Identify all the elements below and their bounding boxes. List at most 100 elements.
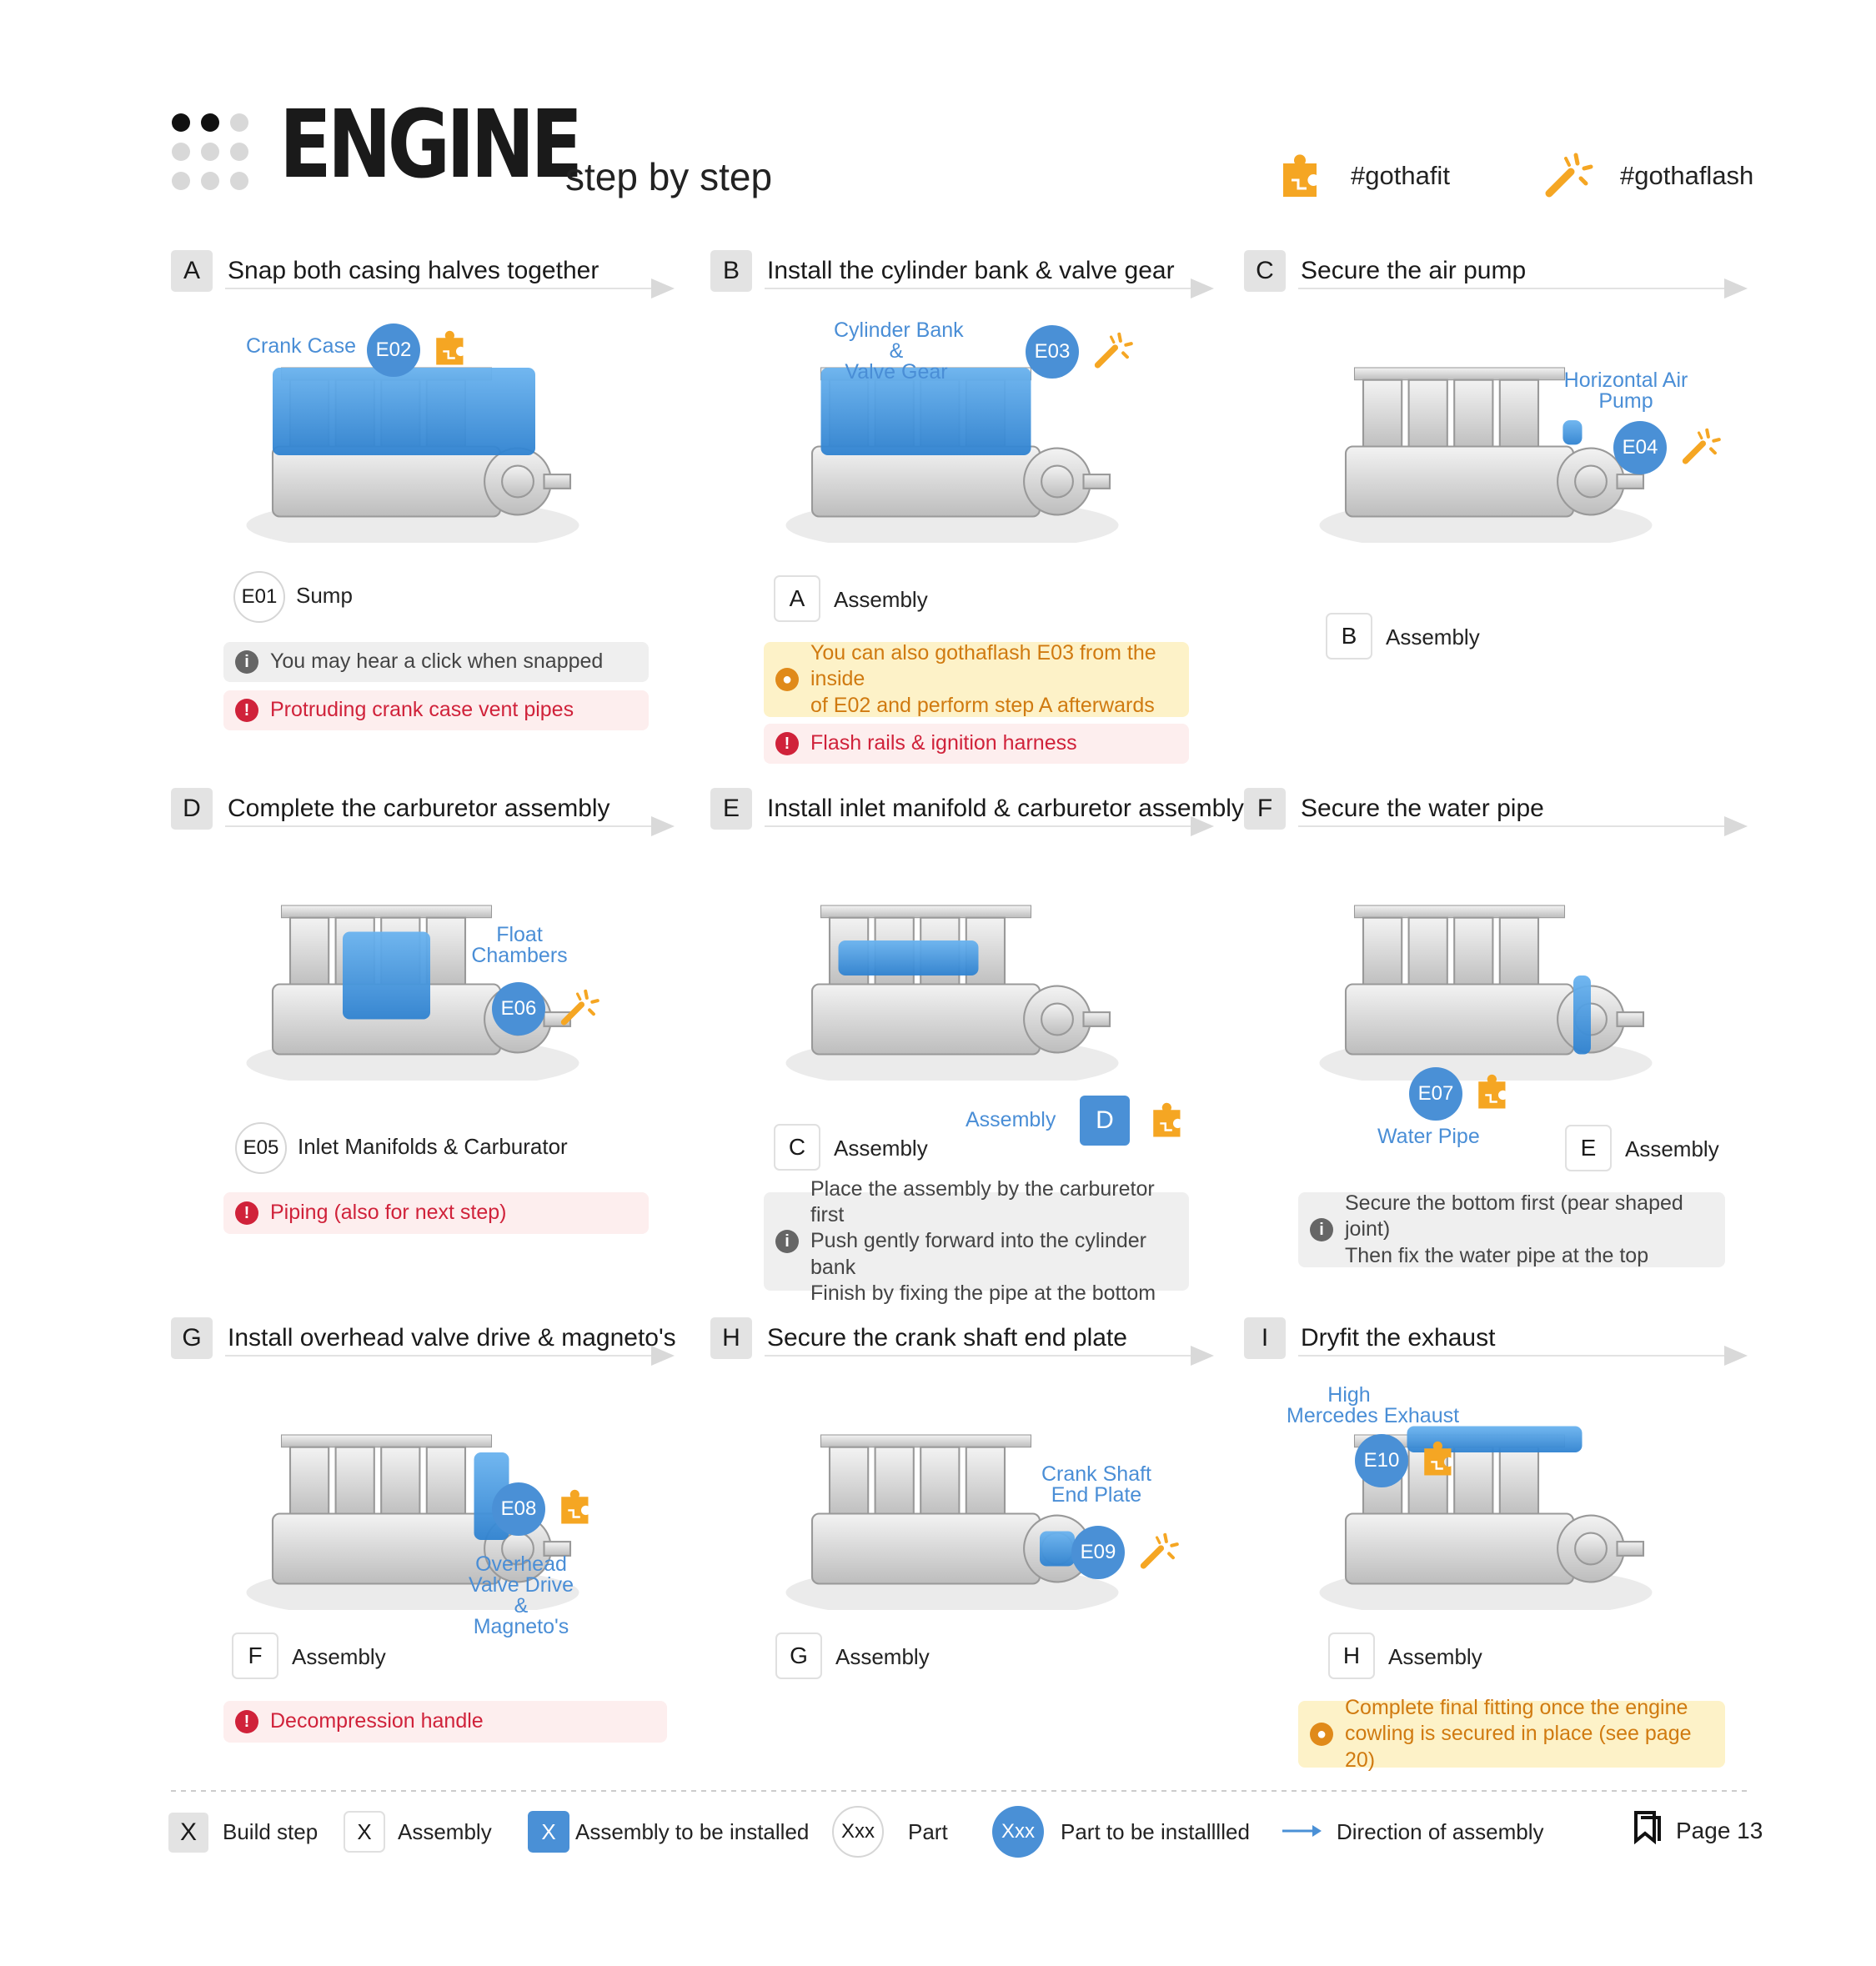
warning-icon: ! bbox=[775, 732, 799, 755]
step-e-base-code: C bbox=[774, 1124, 820, 1171]
step-c-magic-wand-icon bbox=[1680, 426, 1722, 468]
tag-gothaflash: #gothaflash bbox=[1620, 161, 1754, 190]
step-e-part-code: D bbox=[1080, 1096, 1130, 1146]
step-e-letter: E bbox=[710, 788, 752, 830]
puzzle-icon bbox=[1282, 153, 1318, 198]
step-b-warning-note-text: Flash rails & ignition harness bbox=[810, 730, 1077, 756]
step-e-engine-image bbox=[785, 904, 1120, 1081]
step-c-engine-image bbox=[1318, 366, 1653, 543]
step-f-title: Secure the water pipe bbox=[1301, 795, 1544, 822]
step-a-part-label: Crank Case bbox=[246, 334, 356, 358]
note-line: Push gently forward into the cylinder ba… bbox=[810, 1229, 1146, 1279]
step-g-part-label: Overhead bbox=[475, 1552, 567, 1576]
step-a-rule bbox=[225, 288, 663, 289]
note-line: Secure the bottom first (pear shaped joi… bbox=[1345, 1191, 1683, 1241]
legend-assembly: Assembly bbox=[398, 1819, 492, 1844]
step-f-info-note: i Secure the bottom first (pear shaped jo… bbox=[1298, 1191, 1725, 1269]
info-icon: i bbox=[1310, 1218, 1333, 1241]
note-line: Flash rails & ignition harness bbox=[810, 731, 1077, 755]
step-b-title: Install the cylinder bank & valve gear bbox=[767, 257, 1175, 284]
info-icon: i bbox=[775, 1230, 799, 1253]
step-e-base-label: Assembly bbox=[834, 1136, 928, 1161]
step-g-rule bbox=[225, 1355, 663, 1357]
step-h-letter: H bbox=[710, 1317, 752, 1359]
step-h-engine-image bbox=[785, 1433, 1120, 1610]
step-c-title: Secure the air pump bbox=[1301, 257, 1527, 284]
note-line: Place the assembly by the carburetor fir… bbox=[810, 1176, 1155, 1227]
warning-icon: ! bbox=[235, 1710, 258, 1733]
step-b-letter: B bbox=[710, 250, 752, 292]
step-b-tip-note: ●You can also gothaflash E03 from the in… bbox=[764, 641, 1189, 717]
step-e-part-label: Assembly bbox=[966, 1108, 1056, 1131]
step-c-arrow-icon bbox=[1724, 278, 1748, 298]
step-a-warning-note: ! Protruding crank case vent pipes bbox=[223, 690, 649, 730]
step-b-magic-wand-icon bbox=[1092, 330, 1134, 372]
step-g-arrow-icon bbox=[651, 1346, 675, 1366]
step-e-puzzle-icon bbox=[1152, 1101, 1181, 1138]
note-line: You may hear a click when snapped bbox=[270, 649, 604, 674]
magic-wand-icon bbox=[1542, 150, 1594, 202]
step-a-engine-image bbox=[245, 366, 580, 543]
step-c-rule bbox=[1298, 288, 1736, 289]
step-f-part-label: Water Pipe bbox=[1377, 1125, 1480, 1148]
step-e-rule bbox=[765, 825, 1202, 827]
step-d-engine-image bbox=[245, 904, 580, 1081]
bookmark-icon bbox=[1634, 1811, 1661, 1844]
step-d-arrow-icon bbox=[651, 816, 675, 836]
step-f-base-code: E bbox=[1565, 1125, 1612, 1171]
step-g-title: Install overhead valve drive & magneto's bbox=[228, 1324, 676, 1352]
step-g-warning-note-text: Decompression handle bbox=[270, 1708, 484, 1734]
step-b-engine-image bbox=[785, 366, 1120, 543]
step-c-part-code: E04 bbox=[1613, 421, 1667, 474]
step-c-part-label: Pump bbox=[1598, 389, 1653, 413]
step-d-base-code: E05 bbox=[235, 1122, 287, 1174]
step-i-rule bbox=[1298, 1355, 1736, 1357]
step-f-part-code: E07 bbox=[1409, 1067, 1462, 1121]
step-h-part-label: Crank Shaft bbox=[1041, 1462, 1151, 1486]
warning-icon: ! bbox=[235, 699, 258, 722]
step-b-rule bbox=[765, 288, 1202, 289]
step-i-part-code: E10 bbox=[1355, 1434, 1408, 1487]
step-i-title: Dryfit the exhaust bbox=[1301, 1324, 1496, 1352]
step-d-part-label: Float bbox=[496, 923, 543, 946]
logo-dot-grid bbox=[171, 113, 250, 192]
step-g-part-label: Magneto's bbox=[473, 1615, 569, 1638]
step-d-rule bbox=[225, 825, 663, 827]
page-subtitle: step by step bbox=[565, 155, 773, 198]
legend-part: Part bbox=[908, 1819, 948, 1844]
step-f-arrow-icon bbox=[1724, 816, 1748, 836]
note-line: Piping (also for next step) bbox=[270, 1201, 507, 1225]
step-b-warning-note: ! Flash rails & ignition harness bbox=[764, 724, 1189, 764]
legend-to-install-symbol: X bbox=[528, 1811, 569, 1853]
step-a-puzzle-icon bbox=[435, 329, 464, 366]
note-line: Complete final fitting once the engine bbox=[1345, 1696, 1688, 1720]
step-a-letter: A bbox=[171, 250, 213, 292]
legend-part-symbol: Xxx bbox=[832, 1806, 884, 1858]
step-i-letter: I bbox=[1244, 1317, 1286, 1359]
step-h-arrow-icon bbox=[1191, 1346, 1214, 1366]
step-f-letter: F bbox=[1244, 788, 1286, 830]
page-title: ENGINE bbox=[279, 91, 583, 199]
legend-assembly-symbol: X bbox=[344, 1811, 385, 1853]
step-e-info-note: i Place the assembly by the carburetor fi… bbox=[764, 1177, 1189, 1305]
step-i-engine-image bbox=[1318, 1426, 1653, 1610]
note-line: Protruding crank case vent pipes bbox=[270, 698, 574, 722]
step-a-warning-note-text: Protruding crank case vent pipes bbox=[270, 697, 574, 723]
step-b-part-code: E03 bbox=[1026, 325, 1079, 379]
step-a-title: Snap both casing halves together bbox=[228, 257, 599, 284]
note-line: Finish by fixing the pipe at the bottom bbox=[810, 1281, 1156, 1305]
step-d-base-label: Inlet Manifolds & Carburator bbox=[298, 1134, 568, 1159]
step-c-base-label: Assembly bbox=[1386, 624, 1480, 649]
step-a-arrow-icon bbox=[651, 278, 675, 298]
step-h-part-label: End Plate bbox=[1051, 1483, 1142, 1507]
step-f-info-note-text: Secure the bottom first (pear shaped joi… bbox=[1345, 1191, 1713, 1269]
step-a-base-label: Sump bbox=[296, 583, 353, 608]
step-g-puzzle-icon bbox=[560, 1488, 589, 1525]
step-a-info-note-text: You may hear a click when snapped bbox=[270, 649, 603, 675]
step-i-puzzle-icon bbox=[1423, 1440, 1452, 1477]
step-f-rule bbox=[1298, 825, 1736, 827]
step-h-rule bbox=[765, 1355, 1202, 1357]
step-g-part-code: E08 bbox=[492, 1482, 545, 1536]
